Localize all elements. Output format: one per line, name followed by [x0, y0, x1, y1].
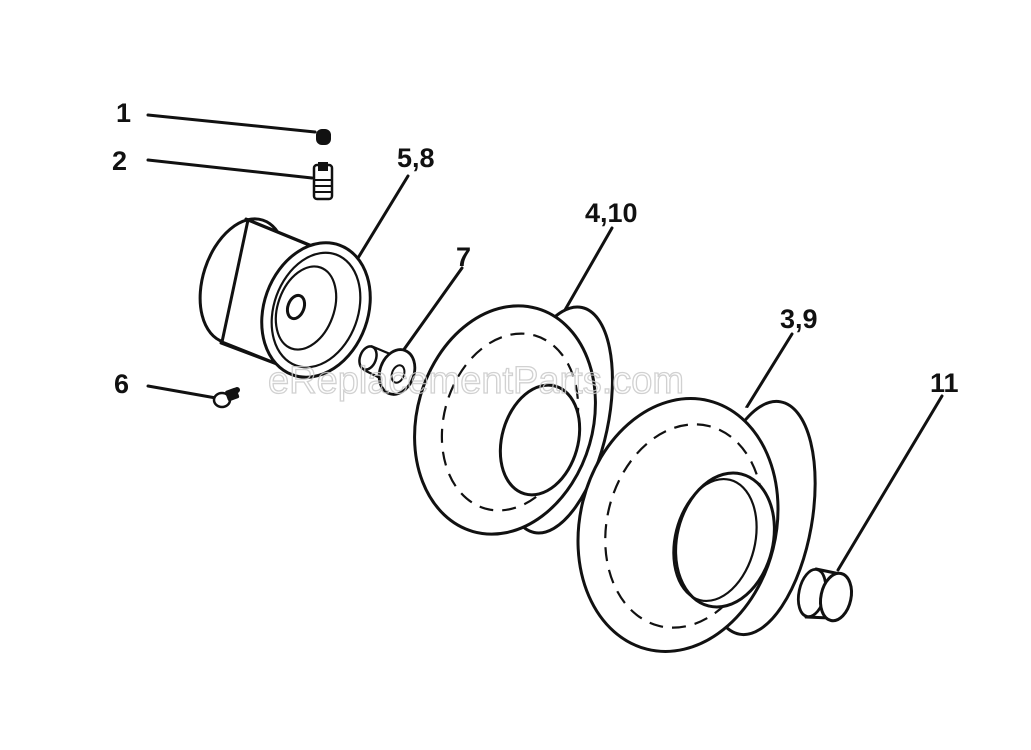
callout-2: 2 — [112, 146, 127, 176]
callout-7: 7 — [456, 242, 471, 272]
leader-line-7 — [398, 266, 464, 357]
leader-line-1 — [146, 113, 317, 134]
leader-line-2 — [146, 158, 314, 180]
leader-line-5-8 — [356, 174, 410, 260]
leader-lines — [146, 113, 944, 572]
watermark-text: eReplacementParts.com — [268, 360, 684, 402]
callout-4-10: 4,10 — [585, 198, 638, 228]
callout-6: 6 — [114, 369, 129, 399]
valve-cap-part — [316, 129, 331, 145]
callout-labels: 1 2 5,8 7 4,10 3,9 6 11 — [112, 98, 959, 399]
tire-part-3-9 — [576, 397, 817, 653]
leader-line-4-10 — [563, 226, 614, 312]
bushing-part — [358, 344, 417, 396]
leader-line-11 — [836, 394, 944, 572]
callout-1: 1 — [116, 98, 131, 128]
callout-5-8: 5,8 — [397, 143, 435, 173]
callout-11: 11 — [930, 368, 959, 398]
leader-line-6 — [146, 384, 218, 400]
wheel-rim-part — [198, 217, 372, 379]
valve-stem-part — [312, 162, 334, 201]
leader-line-3-9 — [743, 332, 794, 412]
callout-3-9: 3,9 — [780, 304, 818, 334]
tire-part-4-10 — [413, 304, 614, 536]
hub-cap-part — [796, 567, 853, 623]
bolt-part — [212, 387, 240, 409]
